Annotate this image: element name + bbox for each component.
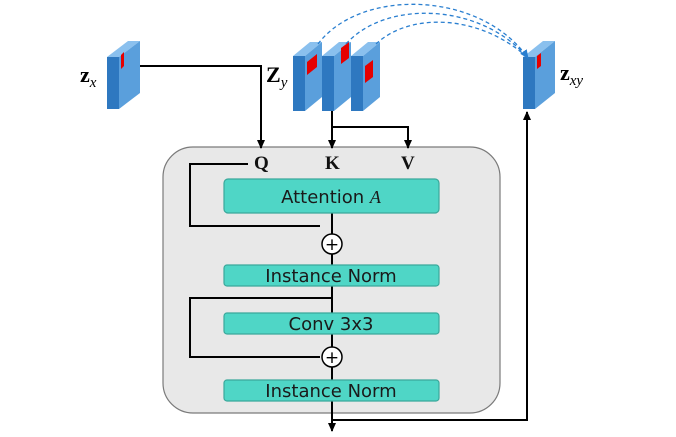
svg-text:Instance Norm: Instance Norm	[265, 381, 396, 402]
residual-line-1	[189, 163, 320, 227]
zy-feature-maps	[293, 42, 380, 111]
value-line	[332, 126, 412, 149]
residual-line-2	[189, 297, 332, 358]
q-label: Q	[254, 153, 269, 174]
attention-text: Attention	[281, 187, 370, 208]
k-label: K	[325, 153, 340, 174]
svg-text:Attention A: Attention A	[281, 187, 382, 208]
conv-block: Conv 3x3	[223, 312, 440, 335]
svg-text:Conv 3x3: Conv 3x3	[289, 314, 374, 335]
svg-text:Instance Norm: Instance Norm	[265, 266, 396, 287]
v-label: V	[401, 153, 415, 174]
connections	[140, 65, 531, 432]
query-line	[140, 65, 265, 149]
zx-label: zx	[80, 62, 97, 91]
zy-label: Zy	[266, 62, 288, 91]
output-to-zxy-line	[332, 111, 531, 421]
attention-block: Attention A	[223, 178, 440, 214]
add-node-1: +	[321, 233, 343, 255]
instance-norm-block-2: Instance Norm	[223, 379, 440, 402]
zx-feature-map	[107, 41, 140, 109]
instance-norm-block-1: Instance Norm	[223, 264, 440, 287]
plus-icon: +	[325, 348, 339, 368]
zxy-feature-map	[523, 41, 555, 109]
zxy-label: zxy	[560, 60, 583, 89]
attention-var: A	[369, 187, 382, 207]
plus-icon: +	[325, 235, 339, 255]
add-node-2: +	[321, 346, 343, 368]
transfer-arcs	[317, 3, 529, 59]
